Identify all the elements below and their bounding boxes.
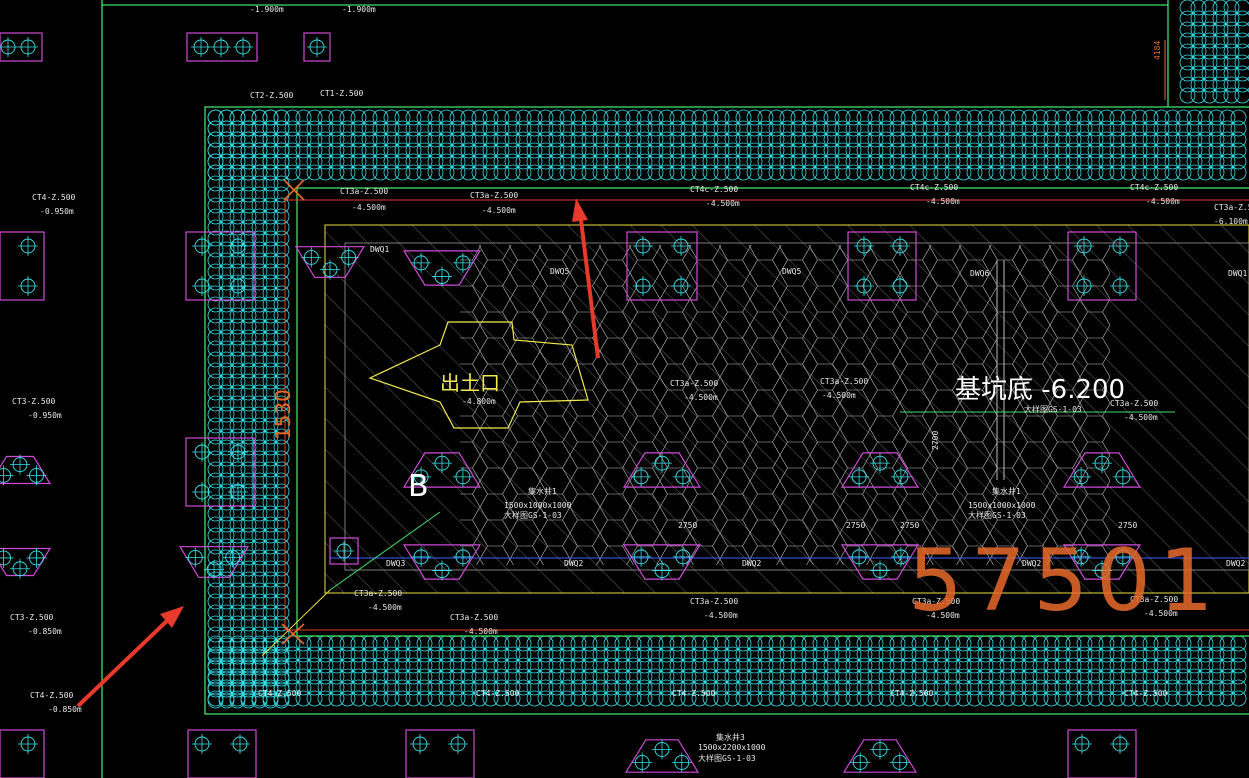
ct4-elev-bottom-left: -0.850m [48,705,82,714]
ct4-elev-left: -0.950m [40,207,74,216]
dwq1-label: DWQ1 [370,245,389,254]
ct3a-elev-2: -4.500m [482,206,516,215]
ct3-low-2: CT3a-Z.500 [450,613,498,622]
ct3-label-left-low: CT3-Z.500 [10,613,54,622]
sump-1-ref: 大样图GS-1-03 [504,510,562,520]
ct3a-label-right: CT3a-Z.500 [1214,203,1249,212]
ct3a-mid-elev-3: -4.500m [1124,413,1158,422]
pit-floor-hatch [261,199,1249,657]
sump-3-ref: 大样图GS-1-03 [698,753,756,763]
exit-label: 出土口 [440,371,500,395]
ct3-low-5: CT3a-Z.500 [1130,595,1178,604]
sump-1-title: 集水井1 [528,486,557,496]
ct3-low-elev-1: -4.500m [368,603,402,612]
dwq1-right-label: DWQ1 [1228,269,1247,278]
ct-bottom-2: CT4-Z.500 [476,689,520,698]
pit-bottom-label: 基坑底 -6.200 [955,375,1125,405]
dwq2-label-d: DWQ2 [1226,559,1245,568]
ct-bottom-4: CT4-Z.500 [890,689,934,698]
left-vertical-dimension: 1530 [271,389,295,440]
exit-elevation: -4.800m [462,397,496,406]
ct3a-label-1: CT3a-Z.500 [340,187,388,196]
dwq2-label-c: DWQ2 [1022,559,1041,568]
sump-2-size: 1500x1000x1000 [968,501,1036,510]
ct3-low-elev-2: -4.500m [464,627,498,636]
dim-2750-d: 2750 [1118,521,1137,530]
text-layer: -1.900m -1.900m CT2-Z.500 CT1-Z.500 CT4-… [10,5,1249,763]
pile-ring-band [207,0,1249,709]
ct3a-mid-elev-2: -4.500m [822,391,856,400]
excavation-boundary [101,0,1249,778]
ct3-low-3: CT3a-Z.500 [690,597,738,606]
ct4c-label-3: CT4c-Z.500 [1130,183,1178,192]
overall-dimension: 57501 [908,531,1222,631]
ct4-label-left: CT4-Z.500 [32,193,76,202]
ct3-low-elev-5: -4.500m [1144,609,1178,618]
sump-1-size: 1500x1000x1000 [504,501,572,510]
ct4-label-bottom-left: CT4-Z.500 [30,691,74,700]
dim-2750-c: 2750 [900,521,919,530]
ct3-elev-left: -0.950m [28,411,62,420]
ct3a-mid-elev-1: -4.500m [684,393,718,402]
ct3-label-left: CT3-Z.500 [12,397,56,406]
ct3a-elev-1: -4.500m [352,203,386,212]
dwq2-label-b: DWQ2 [742,559,761,568]
axis-letter-b: B [408,469,429,504]
ct3a-mid-1: CT3a-Z.500 [670,379,718,388]
ct4c-label-2: CT4c-Z.500 [910,183,958,192]
sump-3-size: 1500x2200x1000 [698,743,766,752]
top-elevation-2: -1.900m [342,5,376,14]
ct3-low-elev-3: -4.500m [704,611,738,620]
ct3-elev-left-low: -0.850m [28,627,62,636]
sump-2-title: 集水井1 [992,486,1021,496]
ct3-low-1: CT3a-Z.500 [354,589,402,598]
ct-bottom-1: CT4-Z.500 [258,689,302,698]
pit-ref: 大样图GS-1-03 [1024,404,1082,414]
ct-bottom-3: CT4-Z.500 [672,689,716,698]
corner-markers [281,40,1166,645]
ct4c-label-1: CT4c-Z.500 [690,185,738,194]
dim-2700: 2700 [931,431,940,450]
ct3a-label-2: CT3a-Z.500 [470,191,518,200]
ct4c-elev-3: -4.500m [1146,197,1180,206]
sump-3-title: 集水井3 [716,732,745,742]
ct3a-mid-3: CT3a-Z.500 [1110,399,1158,408]
dwq6-label: DWQ6 [970,269,989,278]
ct3-low-elev-4: -4.500m [926,611,960,620]
pile-caps [0,32,1142,778]
ct4c-elev-1: -4.500m [706,199,740,208]
callout-arrows [76,198,600,708]
dim-2750-a: 2750 [678,521,697,530]
ct3a-mid-2: CT3a-Z.500 [820,377,868,386]
dwq3-label: DWQ3 [386,559,405,568]
top-elevation-1: -1.900m [250,5,284,14]
dwq2-label-a: DWQ2 [564,559,583,568]
dwq5-label-b: DWQ5 [782,267,801,276]
ct3a-elev-right: -6.100m [1214,217,1248,226]
ct1-label: CT1-Z.500 [320,89,364,98]
ct3-low-4: CT3a-Z.500 [912,597,960,606]
ct4c-elev-2: -4.500m [926,197,960,206]
dwq5-label: DWQ5 [550,267,569,276]
dim-2750-b: 2750 [846,521,865,530]
ct-bottom-5: CT4-Z.500 [1124,689,1168,698]
earth-exit-outline [368,321,589,429]
ct2-label: CT2-Z.500 [250,91,294,100]
sump-2-ref: 大样图GS-1-03 [968,510,1026,520]
vertical-dimension-top: 4184 [1153,41,1162,60]
